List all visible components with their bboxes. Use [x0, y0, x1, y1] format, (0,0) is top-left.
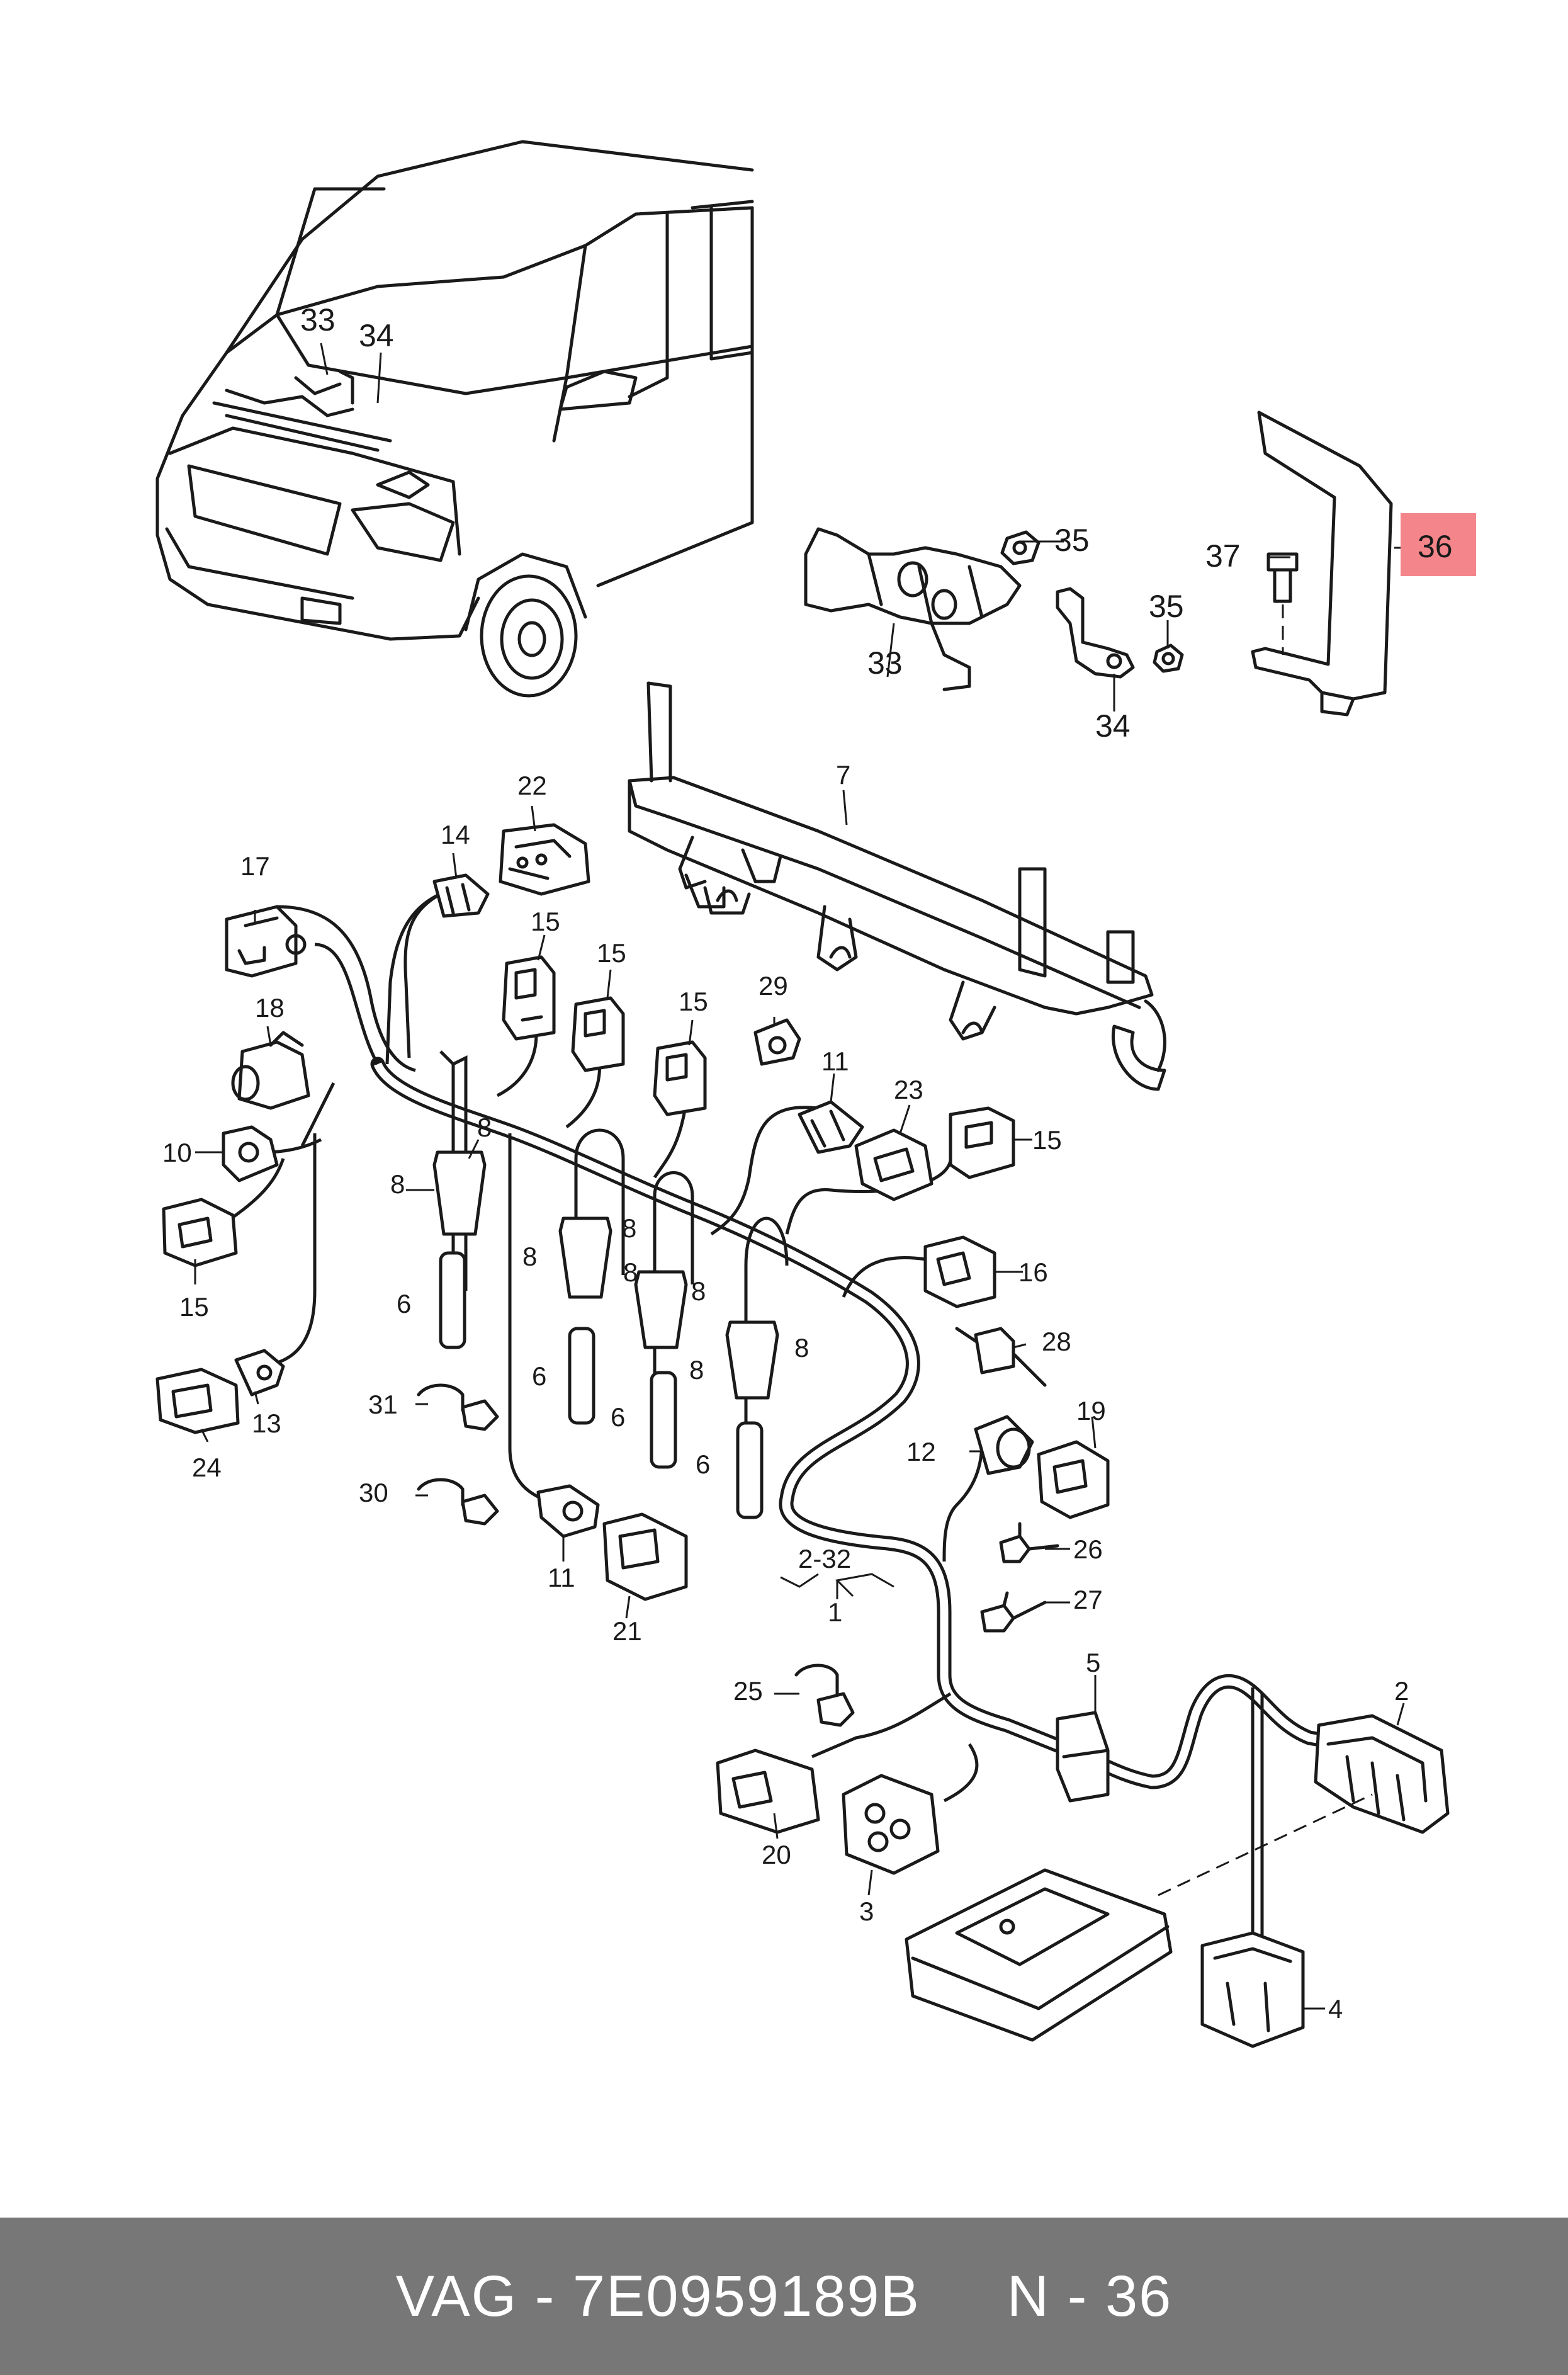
callout-22[interactable]: 22 — [517, 771, 547, 800]
callout-14[interactable]: 14 — [441, 820, 470, 849]
callout-15-e[interactable]: 15 — [179, 1292, 209, 1322]
callout-31[interactable]: 31 — [368, 1390, 398, 1419]
callout-37[interactable]: 37 — [1205, 538, 1241, 574]
grommet-5 — [1056, 1711, 1110, 1803]
callout-13[interactable]: 13 — [252, 1409, 281, 1438]
connector-15-right — [949, 1106, 1015, 1179]
bracket-assembly-33 — [804, 527, 1022, 691]
connector-11a — [798, 1100, 864, 1154]
callout-15-c[interactable]: 15 — [679, 987, 708, 1016]
callout-11-b[interactable]: 11 — [548, 1563, 575, 1592]
callout-8-e[interactable]: 8 — [691, 1276, 706, 1306]
callout-27[interactable]: 27 — [1073, 1585, 1103, 1614]
connector-13 — [234, 1349, 285, 1397]
callout-8-h[interactable]: 8 — [794, 1333, 809, 1363]
connector-15-left — [162, 1198, 238, 1267]
callout-8-f[interactable]: 8 — [623, 1257, 638, 1287]
connector-18 — [231, 1031, 310, 1110]
callout-6-d[interactable]: 6 — [696, 1449, 710, 1479]
callout-34-bracket[interactable]: 34 — [1095, 708, 1131, 744]
callout-8-a[interactable]: 8 — [390, 1169, 405, 1199]
connector-29 — [753, 1018, 801, 1066]
callout-5[interactable]: 5 — [1086, 1648, 1100, 1677]
connector-4 — [1200, 1931, 1305, 2048]
callout-8-b[interactable]: 8 — [477, 1113, 492, 1142]
clip-30 — [417, 1478, 499, 1526]
callout-34-van[interactable]: 34 — [359, 318, 394, 353]
part-number-footer: VAG - 7E0959189B N - 36 — [0, 2218, 1568, 2375]
bracket-36 — [1251, 411, 1393, 717]
callout-11-a[interactable]: 11 — [821, 1046, 849, 1076]
callout-36[interactable]: 36 — [1418, 529, 1453, 564]
callout-33-bracket[interactable]: 33 — [867, 645, 903, 681]
bolt-37 — [1266, 552, 1299, 655]
nut-35a — [1000, 530, 1041, 565]
callout-10[interactable]: 10 — [162, 1138, 192, 1167]
callout-35a[interactable]: 35 — [1054, 523, 1090, 558]
terminal-26 — [999, 1522, 1059, 1563]
callout-1[interactable]: 1 — [828, 1597, 842, 1627]
callout-26[interactable]: 26 — [1073, 1534, 1103, 1564]
highlight-box-36 — [1401, 513, 1476, 576]
callout-19[interactable]: 19 — [1076, 1396, 1106, 1426]
clip-31 — [417, 1383, 499, 1431]
clip-25 — [794, 1664, 855, 1727]
callout-25[interactable]: 25 — [733, 1676, 763, 1706]
connector-22 — [499, 823, 590, 896]
callout-2[interactable]: 2 — [1394, 1676, 1409, 1706]
connector-15-row — [502, 955, 707, 1116]
terminal-27 — [980, 1591, 1047, 1633]
bracket-34 — [1056, 587, 1135, 679]
connector-14 — [432, 873, 490, 918]
connector-12 — [974, 1415, 1034, 1475]
callout-8-c[interactable]: 8 — [522, 1242, 537, 1271]
connector-16 — [923, 1235, 996, 1308]
callout-29[interactable]: 29 — [759, 971, 788, 1000]
parts-diagram: 36 33 34 35 33 35 34 37 7 22 14 17 15 15… — [155, 140, 1476, 2048]
sensor-rods — [432, 1150, 779, 1519]
connector-11b — [536, 1484, 600, 1538]
callout-6-a[interactable]: 6 — [397, 1289, 411, 1318]
callout-12[interactable]: 12 — [906, 1437, 936, 1466]
callout-labels: 33 34 35 33 35 34 37 7 22 14 17 15 15 15… — [162, 302, 1409, 2024]
callout-30[interactable]: 30 — [359, 1478, 388, 1507]
callout-16[interactable]: 16 — [1018, 1257, 1048, 1287]
callout-23[interactable]: 23 — [894, 1075, 923, 1104]
callout-8-d[interactable]: 8 — [622, 1213, 636, 1243]
callout-20[interactable]: 20 — [762, 1840, 791, 1869]
callout-15-d[interactable]: 15 — [1032, 1125, 1062, 1155]
callout-18[interactable]: 18 — [255, 993, 285, 1023]
callout-15-b[interactable]: 15 — [597, 938, 626, 968]
callout-2-32[interactable]: 2-32 — [798, 1544, 851, 1573]
callout-4[interactable]: 4 — [1328, 1994, 1343, 2024]
callout-8-g[interactable]: 8 — [689, 1355, 704, 1385]
callout-28[interactable]: 28 — [1042, 1327, 1071, 1356]
van-illustration — [155, 140, 754, 698]
connector-21 — [602, 1512, 688, 1601]
rail-bracket-7 — [628, 681, 1166, 1091]
callout-6-b[interactable]: 6 — [532, 1361, 546, 1391]
nut-35b — [1153, 643, 1184, 673]
control-unit — [905, 1793, 1373, 2042]
callout-15-a[interactable]: 15 — [531, 907, 560, 936]
callout-6-c[interactable]: 6 — [611, 1402, 625, 1432]
callout-3[interactable]: 3 — [859, 1896, 874, 1926]
callout-33-van[interactable]: 33 — [300, 302, 336, 337]
part-number-text: VAG - 7E0959189B N - 36 — [395, 2264, 1173, 2328]
connector-17 — [225, 905, 307, 978]
callout-21[interactable]: 21 — [612, 1616, 642, 1646]
connector-19 — [1037, 1440, 1110, 1519]
callout-17[interactable]: 17 — [240, 851, 270, 881]
connector-3 — [842, 1774, 940, 1875]
leader-lines — [194, 343, 1416, 2010]
connector-28 — [955, 1327, 1047, 1387]
connector-24 — [155, 1368, 240, 1434]
connector-23 — [854, 1128, 933, 1201]
connector-20 — [716, 1749, 820, 1834]
connector-2 — [1314, 1714, 1450, 1834]
connector-10 — [222, 1125, 279, 1182]
callout-24[interactable]: 24 — [192, 1453, 222, 1482]
callout-7[interactable]: 7 — [836, 760, 850, 790]
callout-35b[interactable]: 35 — [1149, 589, 1184, 624]
